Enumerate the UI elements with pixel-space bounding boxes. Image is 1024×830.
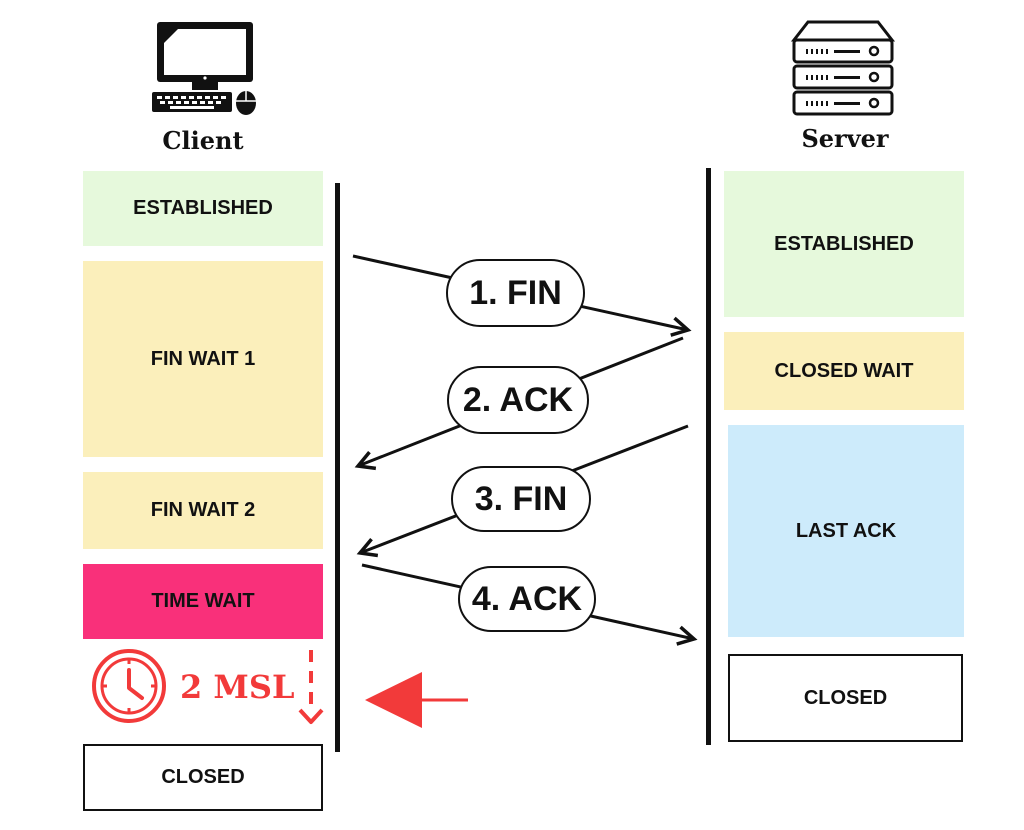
server-lifeline [706, 168, 711, 745]
client-state-established: ESTABLISHED [83, 171, 323, 246]
message-fin-1: 1. FIN [446, 259, 585, 327]
client-state-fin-wait-1: FIN WAIT 1 [83, 261, 323, 457]
client-state-time-wait: TIME WAIT [83, 564, 323, 639]
server-state-established: ESTABLISHED [724, 171, 964, 317]
message-ack-2: 2. ACK [447, 366, 589, 434]
message-ack-4: 4. ACK [458, 566, 596, 632]
client-state-closed: CLOSED [83, 744, 323, 811]
two-msl-label: 2 MSL [180, 668, 295, 706]
server-state-closed: CLOSED [728, 654, 963, 742]
server-state-closed-wait: CLOSED WAIT [724, 332, 964, 410]
server-state-last-ack: LAST ACK [728, 425, 964, 637]
server-label: Server [801, 124, 889, 153]
message-fin-3: 3. FIN [451, 466, 591, 532]
client-label: Client [162, 126, 244, 155]
client-lifeline [335, 183, 340, 752]
client-state-fin-wait-2: FIN WAIT 2 [83, 472, 323, 549]
